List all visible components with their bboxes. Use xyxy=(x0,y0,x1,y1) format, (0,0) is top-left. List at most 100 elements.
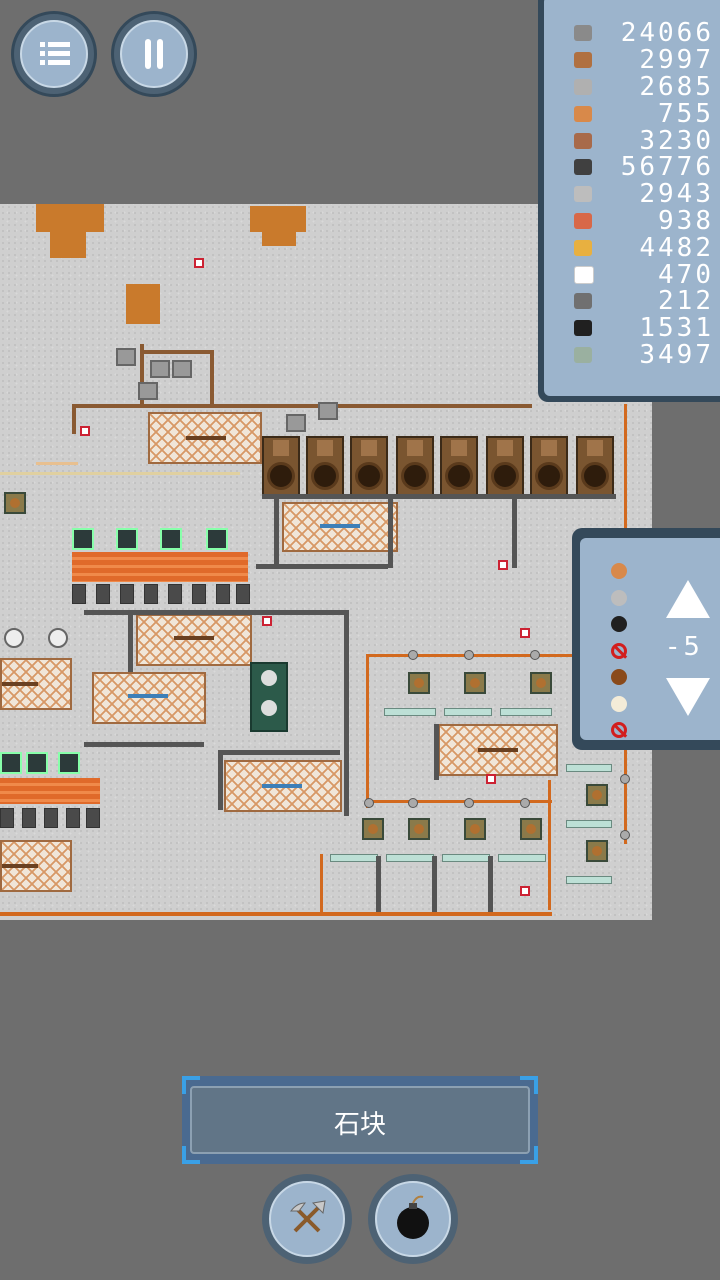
extractor[interactable] xyxy=(586,840,608,862)
filter-items[interactable] xyxy=(606,558,632,744)
output-slot[interactable] xyxy=(86,808,100,828)
output-slot[interactable] xyxy=(22,808,36,828)
output-slot[interactable] xyxy=(0,808,14,828)
assembler-row[interactable] xyxy=(0,778,100,804)
arrow-down-icon[interactable] xyxy=(666,678,710,716)
extractor[interactable] xyxy=(464,818,486,840)
output-slot[interactable] xyxy=(120,584,134,604)
furnace[interactable] xyxy=(350,436,388,496)
filter-item[interactable] xyxy=(606,691,632,718)
mine-tool-button[interactable] xyxy=(262,1174,352,1264)
marker[interactable] xyxy=(498,560,508,570)
inventory-row[interactable]: 24066 xyxy=(574,20,714,47)
junction[interactable] xyxy=(520,798,530,808)
drill[interactable] xyxy=(318,402,338,420)
storage-block[interactable] xyxy=(148,412,262,464)
generator[interactable] xyxy=(0,752,22,774)
junction[interactable] xyxy=(364,798,374,808)
output-slot[interactable] xyxy=(144,584,158,604)
assembler-row[interactable] xyxy=(72,552,248,582)
filter-item[interactable] xyxy=(606,664,632,691)
extractor[interactable] xyxy=(362,818,384,840)
marker[interactable] xyxy=(486,774,496,784)
bomb-tool-button[interactable] xyxy=(368,1174,458,1264)
output-slot[interactable] xyxy=(72,584,86,604)
menu-button[interactable] xyxy=(11,11,97,97)
junction[interactable] xyxy=(408,798,418,808)
furnace[interactable] xyxy=(440,436,478,496)
generator[interactable] xyxy=(26,752,48,774)
inventory-row[interactable]: 3230 xyxy=(574,127,714,154)
inventory-row[interactable]: 56776 xyxy=(574,154,714,181)
filter-panel[interactable]: -5 xyxy=(572,528,720,750)
furnace[interactable] xyxy=(306,436,344,496)
furnace[interactable] xyxy=(396,436,434,496)
generator[interactable] xyxy=(58,752,80,774)
generator[interactable] xyxy=(160,528,182,550)
storage-block[interactable] xyxy=(0,840,72,892)
drill[interactable] xyxy=(286,414,306,432)
drill[interactable] xyxy=(138,382,158,400)
extractor[interactable] xyxy=(408,818,430,840)
arrow-up-icon[interactable] xyxy=(666,580,710,618)
inventory-row[interactable]: 470 xyxy=(574,261,714,288)
pressure-gauge[interactable] xyxy=(48,628,68,648)
output-slot[interactable] xyxy=(192,584,206,604)
storage-block[interactable] xyxy=(0,658,72,710)
pause-button[interactable] xyxy=(111,11,197,97)
inventory-row[interactable]: 212 xyxy=(574,288,714,315)
marker[interactable] xyxy=(262,616,272,626)
extractor[interactable] xyxy=(408,672,430,694)
junction[interactable] xyxy=(620,830,630,840)
marker[interactable] xyxy=(520,886,530,896)
extractor[interactable] xyxy=(520,818,542,840)
inventory-row[interactable]: 2997 xyxy=(574,47,714,74)
junction[interactable] xyxy=(408,650,418,660)
marker[interactable] xyxy=(80,426,90,436)
marker[interactable] xyxy=(520,628,530,638)
storage-block[interactable] xyxy=(438,724,558,776)
generator[interactable] xyxy=(206,528,228,550)
filter-item[interactable] xyxy=(606,558,632,585)
furnace[interactable] xyxy=(262,436,300,496)
filter-item[interactable] xyxy=(606,638,632,665)
furnace[interactable] xyxy=(576,436,614,496)
output-slot[interactable] xyxy=(66,808,80,828)
drill[interactable] xyxy=(116,348,136,366)
extractor[interactable] xyxy=(464,672,486,694)
storage-block[interactable] xyxy=(224,760,342,812)
inventory-row[interactable]: 1531 xyxy=(574,315,714,342)
output-slot[interactable] xyxy=(168,584,182,604)
filter-item[interactable] xyxy=(606,611,632,638)
generator[interactable] xyxy=(72,528,94,550)
furnace[interactable] xyxy=(486,436,524,496)
output-slot[interactable] xyxy=(236,584,250,604)
extractor[interactable] xyxy=(4,492,26,514)
inventory-row[interactable]: 2685 xyxy=(574,74,714,101)
generator[interactable] xyxy=(116,528,138,550)
storage-block[interactable] xyxy=(92,672,206,724)
output-slot[interactable] xyxy=(44,808,58,828)
filter-item[interactable] xyxy=(606,585,632,612)
extractor[interactable] xyxy=(586,784,608,806)
extractor[interactable] xyxy=(530,672,552,694)
inventory-row[interactable]: 2943 xyxy=(574,181,714,208)
output-slot[interactable] xyxy=(96,584,110,604)
output-slot[interactable] xyxy=(216,584,230,604)
filter-item[interactable] xyxy=(606,717,632,744)
junction[interactable] xyxy=(620,774,630,784)
junction[interactable] xyxy=(464,798,474,808)
inventory-row[interactable]: 1769 xyxy=(574,368,714,370)
inventory-row[interactable]: 938 xyxy=(574,208,714,235)
pressure-gauge[interactable] xyxy=(4,628,24,648)
tank[interactable] xyxy=(250,662,288,732)
storage-block[interactable] xyxy=(282,502,398,552)
junction[interactable] xyxy=(464,650,474,660)
drill[interactable] xyxy=(150,360,170,378)
drill[interactable] xyxy=(172,360,192,378)
furnace[interactable] xyxy=(530,436,568,496)
inventory-row[interactable]: 4482 xyxy=(574,234,714,261)
inventory-row[interactable]: 755 xyxy=(574,100,714,127)
